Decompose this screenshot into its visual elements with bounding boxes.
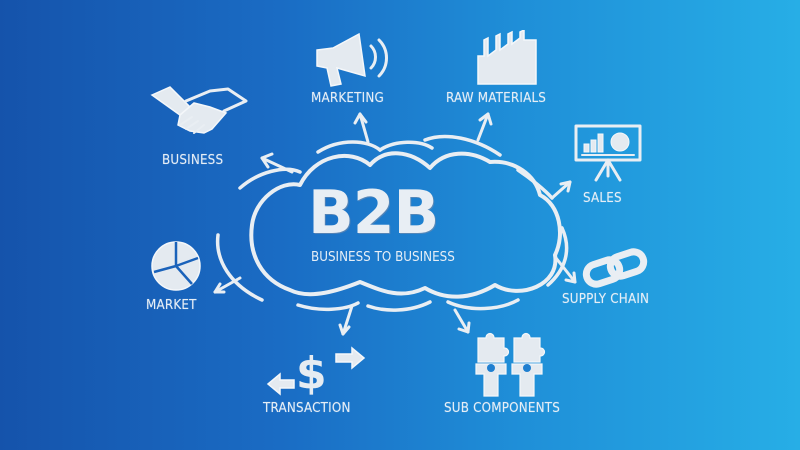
- dollar-exchange-icon: $: [266, 346, 366, 398]
- diagram-subtitle: BUSINESS TO BUSINESS: [311, 250, 455, 265]
- node-label: TRANSACTION: [263, 401, 351, 416]
- diagram-title: B2B: [308, 178, 439, 248]
- handshake-icon: [150, 86, 248, 134]
- arrow-to-marketing: [353, 112, 370, 144]
- megaphone-icon: [316, 32, 388, 87]
- arrow-to-sub-components: [453, 308, 471, 334]
- svg-text:$: $: [296, 348, 327, 398]
- node-label: RAW MATERIALS: [446, 91, 547, 106]
- pie-chart-icon: [151, 241, 201, 291]
- arrow-to-supply-chain: [554, 256, 577, 284]
- arrow-to-business: [260, 152, 294, 174]
- chain-link-icon: [582, 248, 648, 288]
- node-label: MARKET: [146, 298, 197, 313]
- node-label: SUB COMPONENTS: [444, 401, 560, 416]
- arrow-to-transaction: [338, 304, 354, 336]
- node-label: MARKETING: [311, 91, 384, 106]
- puzzle-people-icon: [475, 332, 546, 397]
- node-label: BUSINESS: [162, 153, 224, 168]
- node-label: SUPPLY CHAIN: [562, 292, 650, 307]
- presentation-board-icon: [574, 124, 642, 182]
- arrow-to-market: [213, 276, 242, 294]
- central-cloud-shape: [249, 151, 562, 299]
- arrow-to-sales: [550, 180, 572, 200]
- factory-icon: [477, 30, 537, 85]
- node-label: SALES: [583, 191, 622, 206]
- arrow-to-raw-materials: [476, 112, 493, 142]
